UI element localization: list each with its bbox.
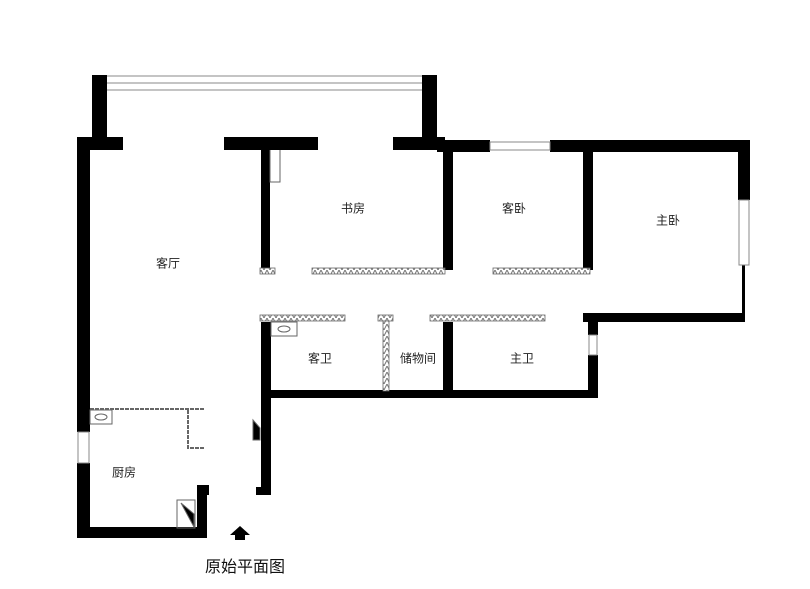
- room-label-study: 书房: [340, 201, 366, 216]
- room-label-master-bedroom: 主卧: [655, 213, 681, 228]
- room-label-living: 客厅: [155, 256, 181, 271]
- windows: [77, 75, 750, 464]
- room-label-master-bath: 主卫: [509, 351, 535, 366]
- fixtures: [89, 150, 298, 529]
- partitions: [259, 267, 591, 392]
- room-label-guest-bedroom: 客卧: [501, 201, 527, 216]
- entrance-arrow-icon: [230, 526, 250, 540]
- room-label-kitchen: 厨房: [111, 465, 137, 480]
- room-label-guest-bath: 客卫: [307, 351, 333, 366]
- room-label-storage: 储物间: [399, 351, 437, 366]
- plan-title: 原始平面图: [204, 557, 286, 576]
- walls: [77, 75, 750, 538]
